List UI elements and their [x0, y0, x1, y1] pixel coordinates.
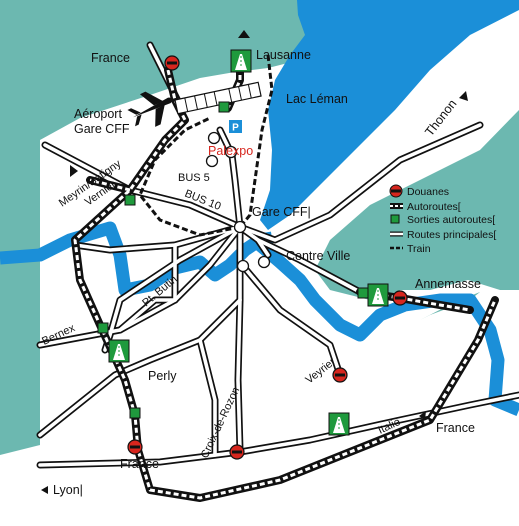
- customs-icon: [127, 439, 143, 455]
- label-france-sw: France: [120, 457, 159, 471]
- main-road: [236, 225, 242, 452]
- train-track: [138, 116, 241, 237]
- label-aeroport: Aéroport: [74, 107, 122, 121]
- customs-icon: [332, 367, 348, 383]
- train-track: [238, 54, 274, 228]
- main-road: [256, 238, 362, 294]
- bus-stop-centre: [257, 255, 271, 269]
- customs-icon: [392, 290, 408, 306]
- main-road: [198, 338, 217, 457]
- parking-icon: P: [229, 120, 242, 134]
- bus-stops: [205, 131, 271, 273]
- main-road: [38, 393, 519, 467]
- arrow-icon: [459, 91, 468, 101]
- label-bus5: BUS 5: [178, 172, 210, 184]
- label-gare-cff-airport: Gare CFF: [74, 122, 130, 136]
- bus-stop-gare: [233, 220, 247, 234]
- legend-douanes: Douanes: [407, 186, 449, 198]
- arrow-icon: [70, 165, 78, 177]
- label-lyon: Lyon|: [53, 483, 83, 497]
- label-france-nw: France: [91, 51, 130, 65]
- highway-sign-icon: [328, 412, 350, 436]
- label-perly: Perly: [148, 369, 177, 383]
- highway-sign-icon: [108, 339, 130, 363]
- label-annemasse: Annemasse: [415, 277, 481, 291]
- bus-stop-palexpo: [207, 131, 221, 145]
- main-road: [238, 123, 482, 242]
- highway-exit-icon: [97, 322, 109, 334]
- arrow-icon: [238, 30, 250, 38]
- label-france-se: France: [436, 421, 475, 435]
- legend-train: Train: [407, 243, 431, 255]
- highway-exit-icon: [390, 214, 400, 224]
- highway-sign-icon: [367, 283, 389, 307]
- main-road: [118, 298, 177, 332]
- arrow-icon: [41, 486, 48, 494]
- customs-icon: [164, 55, 180, 71]
- customs-icon: [229, 444, 245, 460]
- legend-autoroutes: Autoroutes[: [407, 201, 461, 213]
- motorway: [73, 69, 497, 500]
- bus-stop: [224, 145, 238, 159]
- bus-stop: [236, 259, 250, 273]
- lake-leman: [260, 0, 519, 230]
- label-lac-leman: Lac Léman: [286, 92, 348, 106]
- legend: Douanes Autoroutes[ Sorties autoroutes[ …: [389, 184, 496, 255]
- label-centre-ville: Centre Ville: [286, 249, 350, 263]
- highway-exit-icon: [218, 101, 230, 113]
- motorway: [89, 178, 131, 192]
- arrow-icon: [419, 411, 426, 420]
- highway-exit-icon: [357, 287, 369, 299]
- river-arve: [255, 240, 519, 416]
- highway-sign-icon: [230, 49, 252, 73]
- bus-stop: [205, 154, 219, 168]
- main-road: [241, 264, 342, 377]
- train-line: [138, 54, 274, 237]
- customs-markers: [127, 55, 408, 460]
- exit-markers: [97, 49, 389, 436]
- main-road: [38, 298, 242, 437]
- main-road: [73, 225, 242, 252]
- main-road: [218, 128, 242, 229]
- label-palexpo: Palexpo: [208, 144, 253, 158]
- airplane-icon: [127, 91, 174, 127]
- label-lausanne: Lausanne: [256, 48, 311, 62]
- legend-sorties: Sorties autoroutes[: [407, 214, 495, 226]
- highway-exit-icon: [129, 407, 141, 419]
- label-gare-cff: Gare CFF|: [252, 205, 311, 219]
- parking-label: P: [232, 123, 239, 134]
- highway-exit-icon: [124, 194, 136, 206]
- legend-routes: Routes principales[: [407, 229, 496, 241]
